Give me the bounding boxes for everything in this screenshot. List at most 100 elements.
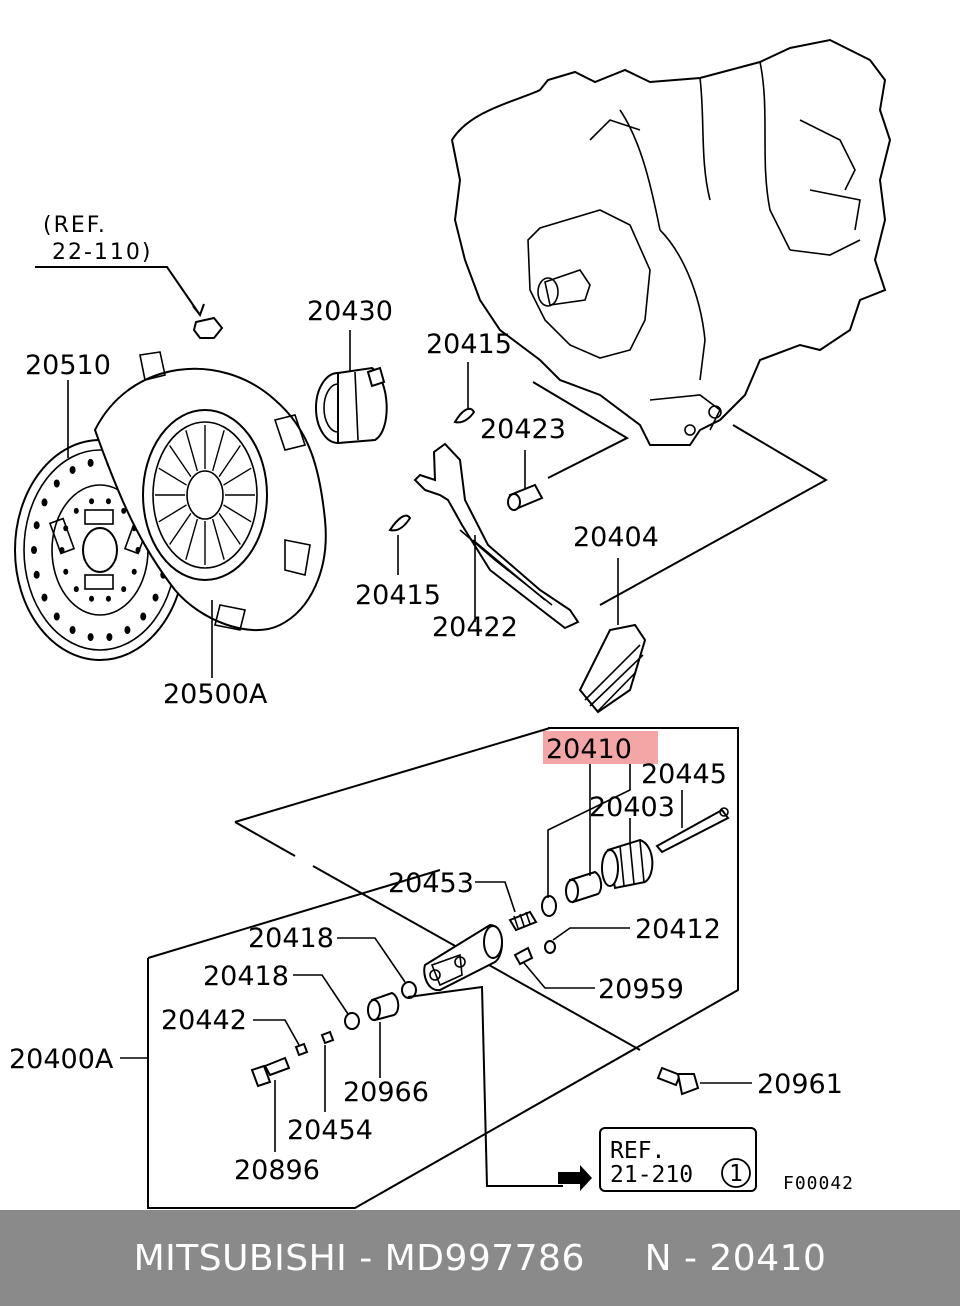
label-20415-mid: 20415 [355, 580, 441, 611]
label-20966: 20966 [343, 1077, 429, 1108]
highlight-box-20410 [543, 731, 658, 764]
footer-bar: MITSUBISHI - MD997786 N - 20410 [0, 1210, 960, 1306]
bolt-20961-drawing [656, 1066, 700, 1096]
washer-20418-a-drawing [401, 981, 417, 999]
diaphragm-finger [211, 518, 225, 560]
disc-inner-hole [105, 498, 111, 505]
disc-hole [87, 458, 94, 467]
exploded-parts-diagram: (REF. 22-110) 20430 20415 20510 20423 20… [9, 38, 892, 1209]
figure-code: F00042 [783, 1173, 854, 1194]
clip-mid-drawing [388, 514, 412, 532]
disc-inner-hole [131, 568, 137, 575]
disc-inner-hole [73, 586, 79, 593]
label-20422: 20422 [432, 612, 518, 643]
ref-21-label-line1: REF. [610, 1138, 665, 1164]
label-20403: 20403 [589, 792, 675, 823]
assembly-frame [147, 727, 739, 1209]
pivot-ball-drawing [507, 483, 544, 511]
ref-22-label-line2: 22-110) [52, 240, 153, 265]
label-20453: 20453 [388, 868, 474, 899]
cup-seal-drawing [541, 895, 557, 917]
piston-20403-drawing [565, 870, 603, 904]
label-20442: 20442 [161, 1005, 247, 1036]
diaphragm-finger [158, 504, 187, 523]
label-20896: 20896 [234, 1155, 320, 1186]
disc-inner-hole [105, 595, 111, 602]
washer-20418-b-drawing [344, 1012, 360, 1030]
label-20430: 20430 [307, 296, 393, 327]
pressure-plate-drawing [93, 351, 327, 632]
label-20423: 20423 [480, 414, 566, 445]
disc-hole [33, 570, 40, 579]
label-20412: 20412 [635, 914, 721, 945]
diaphragm-finger [218, 445, 241, 478]
screw-20454-drawing [320, 1030, 335, 1045]
label-20961: 20961 [757, 1069, 843, 1100]
disc-hole [106, 633, 113, 642]
transmission-housing-drawing [450, 38, 892, 446]
label-20510: 20510 [25, 350, 111, 381]
bleeder-20959-drawing [513, 946, 534, 966]
diaphragm-finger [169, 445, 192, 478]
label-20418-b: 20418 [203, 961, 289, 992]
leader-lines [67, 330, 752, 1187]
diaphragm-finger [185, 518, 199, 560]
disc-inner-hole [89, 498, 95, 505]
disc-hole [69, 465, 76, 474]
disc-hole [87, 633, 94, 642]
release-bearing-drawing [315, 366, 388, 445]
dust-boot-drawing [578, 623, 647, 714]
disc-hole [124, 626, 131, 635]
disc-hole [53, 479, 60, 488]
ref-circle-icon [721, 1158, 751, 1188]
ref-22-label-line1: (REF. [43, 213, 107, 238]
footer-part-text: MITSUBISHI - MD997786 N - 20410 [133, 1237, 827, 1279]
transmission-callout-right [599, 424, 829, 606]
assembly-frame-left [234, 821, 296, 857]
spring-20453-drawing [508, 910, 538, 932]
label-20410: 20410 [546, 734, 632, 765]
screw-20442-drawing [294, 1042, 309, 1057]
disc-inner-hole [121, 586, 127, 593]
label-20415-top: 20415 [426, 329, 512, 360]
diaphragm-finger [169, 512, 192, 545]
label-20500A: 20500A [163, 679, 268, 710]
diaphragm-finger [223, 504, 252, 523]
ring-20412-drawing [544, 940, 556, 954]
release-fork-drawing [413, 442, 580, 630]
assembly-frame-top [234, 727, 551, 823]
disc-hole [41, 498, 48, 507]
disc-hole [41, 593, 48, 602]
disc-hole [152, 593, 159, 602]
diaphragm-finger [211, 430, 225, 472]
ref-bolt-drawing [35, 266, 224, 339]
label-20400A: 20400A [9, 1044, 114, 1075]
diaphragm-finger [223, 467, 252, 486]
push-rod-drawing [655, 807, 730, 854]
slave-cylinder-drawing [423, 923, 503, 992]
disc-inner-hole [73, 507, 79, 514]
bolt-20896-drawing [250, 1056, 291, 1088]
ref-arrow-icon [558, 1165, 592, 1191]
clip-top-drawing [453, 407, 476, 424]
assembly-frame-diag [147, 869, 441, 959]
disc-inner-hole [63, 568, 69, 575]
ref-21-210-box [599, 1127, 757, 1192]
label-20404: 20404 [573, 522, 659, 553]
transmission-callout [532, 381, 630, 479]
ref-circle-number: 1 [729, 1161, 743, 1187]
union-20966-drawing [367, 991, 400, 1022]
disc-hole [53, 612, 60, 621]
diaphragm-finger [185, 430, 199, 472]
boot-20445-drawing [601, 838, 654, 890]
diaphragm-finger [218, 512, 241, 545]
disc-hole [31, 546, 37, 554]
disc-hole [69, 626, 76, 635]
label-20959: 20959 [598, 974, 684, 1005]
diaphragm-finger [158, 467, 187, 486]
disc-hole [33, 521, 40, 530]
ref-21-label-line2: 21-210 [610, 1162, 693, 1188]
label-20445: 20445 [641, 759, 727, 790]
disc-hole [140, 612, 147, 621]
disc-inner-hole [89, 595, 95, 602]
